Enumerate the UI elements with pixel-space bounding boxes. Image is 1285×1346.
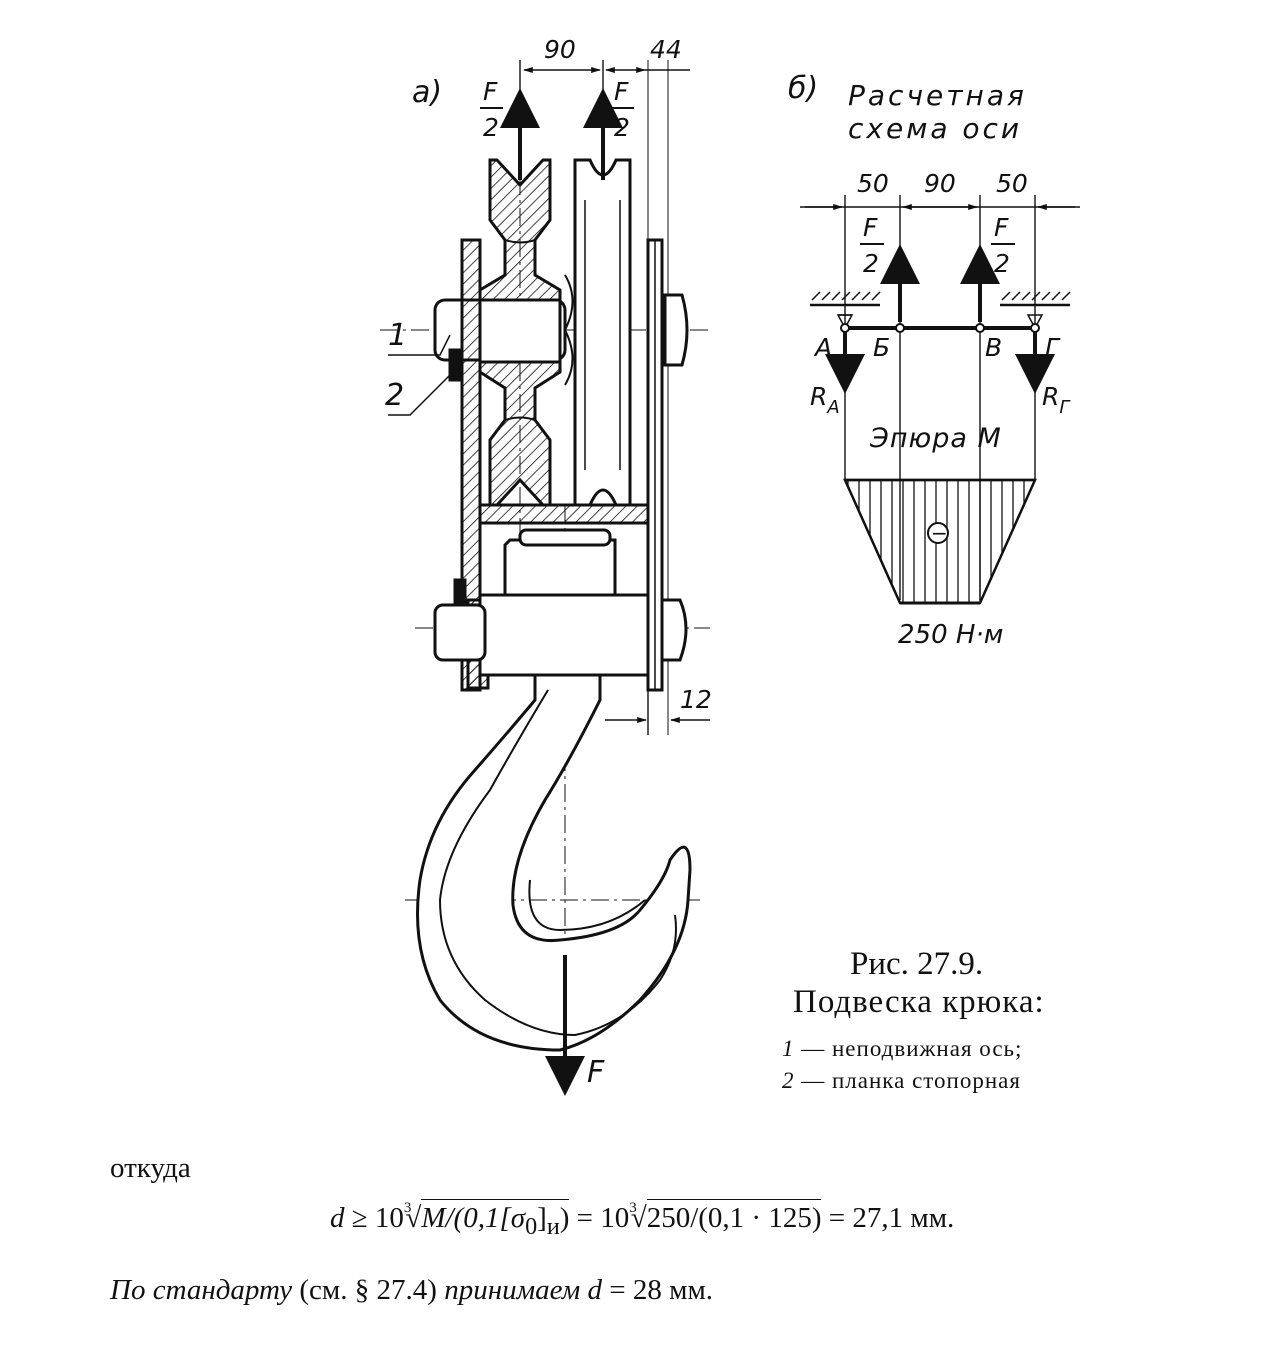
- scheme-title-1: Расчетная: [848, 79, 1027, 112]
- point-g: Г: [1045, 333, 1061, 362]
- force-left-num: F: [483, 77, 498, 106]
- callout-2: 2: [385, 378, 404, 413]
- legend-item-1: 1 — неподвижная ось;: [782, 1036, 1023, 1061]
- scheme-force-left-num: F: [863, 213, 878, 242]
- calc-scheme: [800, 195, 1080, 605]
- force-left-den: 2: [483, 113, 499, 142]
- formula-diameter: d ≥ 103√M/(0,1[σ0]и) = 103√250/(0,1 · 12…: [330, 1199, 955, 1240]
- figure-a-label: а): [412, 75, 442, 110]
- assembly-drawing: [380, 60, 710, 1052]
- dim-90-a: 90: [544, 35, 576, 64]
- text-standard: По стандарту (см. § 27.4) принимаем d = …: [110, 1274, 714, 1306]
- figure-number: Рис. 27.9.: [850, 946, 984, 982]
- moment-sign: −: [931, 521, 948, 545]
- legend-item-2: 2 — планка стопорная: [782, 1068, 1021, 1093]
- dim-44: 44: [650, 35, 682, 64]
- reaction-g: RГ: [1042, 382, 1071, 418]
- scheme-title-2: схема оси: [848, 112, 1022, 145]
- point-v: В: [985, 333, 1002, 362]
- dim-50-right: 50: [996, 169, 1028, 198]
- moment-value: 250 Н·м: [898, 620, 1003, 650]
- point-b: Б: [873, 333, 890, 362]
- scheme-force-left-den: 2: [863, 249, 879, 278]
- point-a: А: [813, 333, 832, 362]
- dim-90-b: 90: [924, 169, 956, 198]
- text-otkuda: откуда: [110, 1152, 191, 1184]
- scheme-force-right-num: F: [994, 213, 1009, 242]
- force-right-num: F: [614, 77, 629, 106]
- figure-title: Подвеска крюка:: [793, 984, 1045, 1020]
- force-f-bottom: F: [587, 1055, 605, 1090]
- dim-12: 12: [680, 685, 712, 714]
- moment-diagram-title: Эпюра М: [869, 423, 1002, 454]
- reaction-a: RА: [810, 382, 840, 418]
- callout-1: 1: [388, 318, 407, 353]
- force-right-den: 2: [614, 113, 630, 142]
- dim-50-left: 50: [857, 169, 889, 198]
- dimensions-a: [519, 60, 710, 735]
- scheme-force-right-den: 2: [994, 249, 1010, 278]
- figure-b-label: б): [788, 71, 818, 106]
